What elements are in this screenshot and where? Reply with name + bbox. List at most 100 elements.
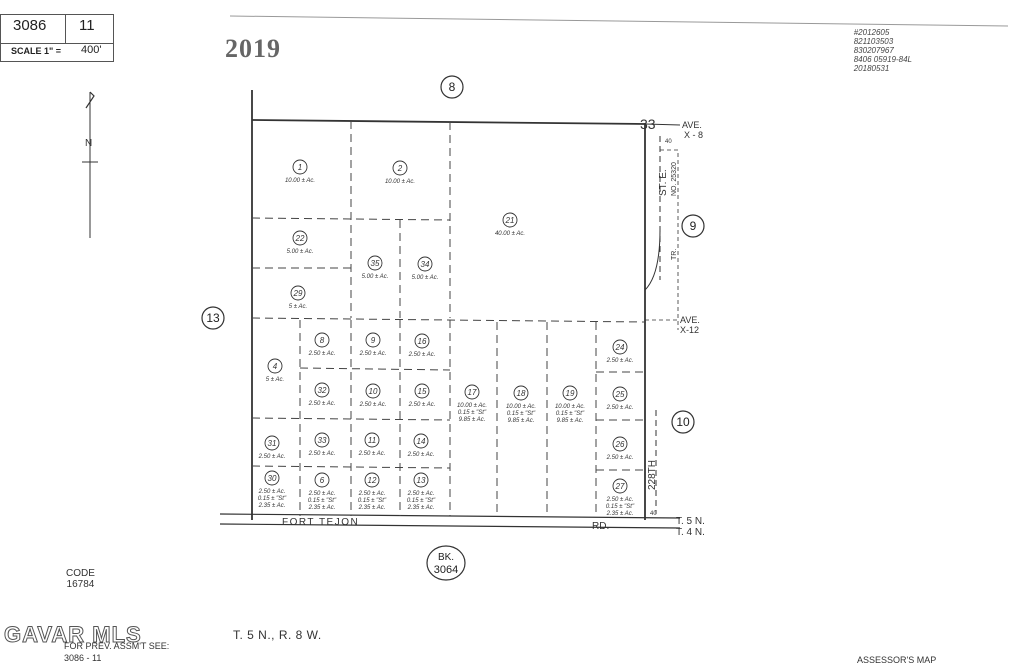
adjacent-sheet-east-upper-circle — [681, 214, 705, 238]
parcel-area: 2.50 ± Ac. — [407, 452, 435, 458]
parcel-24: 24 2.50 ± Ac. — [606, 339, 634, 364]
parcel-area: 2.50 ± Ac. — [606, 455, 634, 461]
code-value: 16784 — [66, 579, 95, 590]
parcel-number: 14 — [417, 437, 426, 446]
code-block: CODE 16784 — [66, 568, 95, 590]
reference-numbers: #2012605 821103503 830207967 8406 05919-… — [854, 28, 912, 73]
parcel-11: 112.50 ± Ac. — [358, 432, 385, 457]
parcel-area: 10.00 ± Ac. — [506, 404, 536, 410]
fort-tejon-rd-label: RD. — [592, 521, 609, 532]
parcel-area: 2.50 ± Ac. — [359, 351, 387, 357]
road-width-top: 40 — [665, 139, 672, 145]
parcel-area: 2.50 ± Ac. — [606, 358, 634, 364]
parcel-number: 24 — [615, 343, 625, 352]
parcel-number: 31 — [268, 439, 277, 448]
parcel-8: 82.50 ± Ac. — [308, 332, 335, 357]
parcel-street-deduction: 0.15 ± "St" — [407, 498, 436, 504]
north-arrow-head — [85, 91, 95, 109]
parcel-number: 2 — [397, 164, 403, 173]
parcel-number: 6 — [320, 476, 325, 485]
parcel-area: 2.50 ± Ac. — [308, 401, 336, 407]
prev-assessment-ref: 3086 - 11 — [64, 653, 102, 663]
scale-value: 400' — [81, 44, 102, 56]
fort-tejon-road-edge-south — [219, 523, 681, 529]
parcel-lines — [251, 121, 646, 516]
parcel-32: 322.50 ± Ac. — [308, 382, 336, 407]
parcel-number: 30 — [268, 474, 277, 483]
township-t5n: T. 5 N. — [676, 516, 705, 527]
parcel-area: 5.00 ± Ac. — [287, 249, 314, 255]
north-arrow-label: N — [85, 138, 92, 149]
parcel-area: 10.00 ± Ac. — [555, 404, 585, 410]
township-range: T. 5 N., R. 8 W. — [233, 628, 322, 642]
parcel-area: 10.00 ± Ac. — [385, 179, 415, 185]
parcel-25: 252.50 ± Ac. — [606, 386, 633, 411]
parcel-number: 16 — [418, 337, 427, 346]
parcel-16: 16 2.50 ± Ac. — [408, 333, 436, 358]
parcel-circle — [464, 384, 480, 400]
fort-tejon-road-label: FORT TEJON — [282, 517, 359, 528]
parcel-area: 2.50 ± Ac. — [359, 402, 387, 408]
st-e-label: ST. E. — [658, 169, 669, 196]
parcel-number: 22 — [295, 234, 305, 243]
parcel-area: 5 ± Ac. — [289, 304, 307, 310]
parcel-circle — [290, 285, 306, 301]
parcel-number: 1 — [298, 163, 302, 172]
parcel-area: 2.50 ± Ac. — [408, 352, 436, 358]
parcel-number: 25 — [615, 390, 625, 399]
parcel-circle — [612, 436, 628, 452]
road-width-bottom: 40 — [650, 511, 657, 517]
parcel-9: 92.50 ± Ac. — [359, 332, 387, 357]
parcel-circle — [414, 333, 430, 349]
reference-number: 20180531 — [853, 64, 890, 73]
parcel-street-deduction: 0.15 ± "St" — [458, 410, 487, 416]
map-year: 2019 — [225, 34, 281, 63]
parcel-number: 27 — [615, 482, 625, 491]
parcel-number: 13 — [417, 476, 426, 485]
parcel-circle — [392, 160, 408, 176]
parcel-number: 35 — [371, 259, 380, 268]
parcel-number: 21 — [505, 216, 515, 225]
parcel-area: 10.00 ± Ac. — [285, 178, 315, 184]
mls-watermark: GAVAR MLS — [4, 622, 142, 648]
section-number: 33 — [640, 116, 656, 132]
parcel-number: 34 — [421, 260, 430, 269]
parcel-circle — [367, 255, 383, 271]
parcel-circle — [413, 472, 429, 488]
adjacent-sheet-north: 8 — [449, 80, 456, 94]
parcel-net-area: 2.35 ± Ac. — [606, 511, 634, 517]
tract-boundary — [660, 149, 679, 330]
adjacent-sheet-west: 13 — [206, 311, 220, 325]
adjacent-sheet-west-circle — [201, 306, 225, 330]
parcel-net-area: 2.35 ± Ac. — [407, 505, 435, 511]
parcel-street-deduction: 0.15 ± "St" — [507, 411, 536, 417]
reference-number: 8406 05919-84L — [853, 55, 912, 64]
header-rule — [1, 43, 113, 44]
parcel-number: 18 — [517, 389, 526, 398]
scale-label: SCALE 1" = — [11, 46, 62, 56]
parcel-circle — [314, 472, 330, 488]
parcel-6: 62.50 ± Ac.0.15 ± "St"2.35 ± Ac. — [308, 472, 337, 511]
parcel-area: 2.50 ± Ac. — [407, 491, 435, 497]
parcel-15: 152.50 ± Ac. — [408, 383, 436, 408]
parcel-circle — [502, 212, 518, 228]
parcel-street-deduction: 0.15 ± "St" — [606, 504, 635, 510]
parcel-circle — [264, 435, 280, 451]
parcel-area: 2.50 ± Ac. — [408, 402, 436, 408]
assessor-map-label: ASSESSOR'S MAP — [857, 655, 937, 665]
parcel-circle — [513, 385, 529, 401]
parcel-circle — [365, 383, 381, 399]
parcel-circle — [264, 470, 280, 486]
parcel-circle — [414, 383, 430, 399]
parcel-number: 10 — [369, 387, 378, 396]
parcel-net-area: 9.85 ± Ac. — [459, 417, 486, 423]
parcel-13: 13 2.50 ± Ac.0.15 ± "St"2.35 ± Ac. — [407, 472, 436, 511]
parcel-area: 5.00 ± Ac. — [362, 274, 389, 280]
parcel-circle — [612, 339, 628, 355]
reference-number: 821103503 — [853, 37, 894, 46]
parcel-29: 295 ± Ac. — [289, 285, 307, 310]
parcel-area: 2.50 ± Ac. — [358, 491, 386, 497]
